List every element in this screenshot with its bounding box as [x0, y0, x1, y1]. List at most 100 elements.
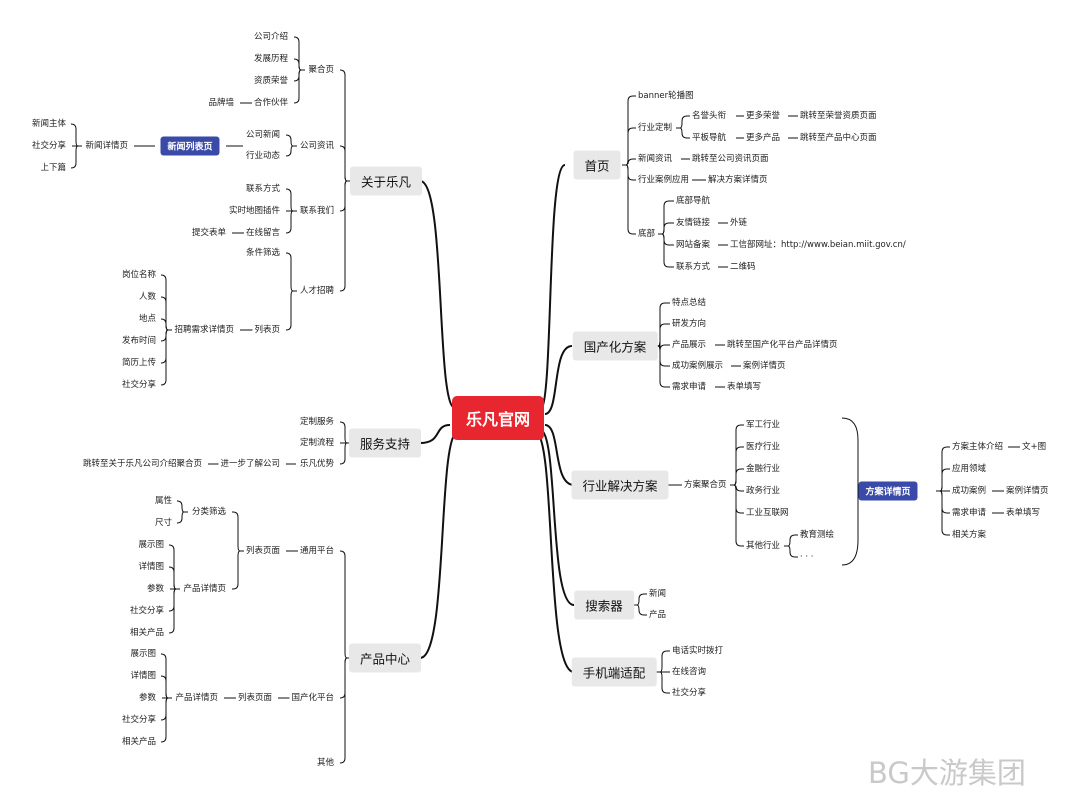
node-icp[interactable]: 网站备案 [674, 239, 713, 251]
node-d-related[interactable]: 相关产品 [119, 736, 158, 748]
node-industry-military[interactable]: 军工行业 [744, 419, 783, 431]
node-news-body[interactable]: 新闻主体 [29, 118, 68, 130]
node-category-filter[interactable]: 分类筛选 [189, 506, 228, 518]
node-industry-medical[interactable]: 医疗行业 [744, 441, 783, 453]
node-cases[interactable]: 成功案例展示 [670, 360, 726, 372]
node-solution-intro[interactable]: 方案主体介绍 [950, 441, 1006, 453]
node-product-show[interactable]: 产品展示 [670, 339, 709, 351]
node-job-detail[interactable]: 招聘需求详情页 [172, 324, 236, 336]
node-g-share[interactable]: 社交分享 [127, 605, 166, 617]
node-form[interactable]: 表单填写 [725, 381, 764, 393]
badge-news-list[interactable]: 新闻列表页 [160, 136, 220, 156]
node-contact[interactable]: 联系方式 [674, 261, 713, 273]
node-friend-links[interactable]: 友情链接 [674, 217, 713, 229]
node-g-related[interactable]: 相关产品 [127, 627, 166, 639]
node-to-honor-page[interactable]: 跳转至荣誉资质页面 [798, 110, 879, 122]
node-flat-nav[interactable]: 平板导航 [690, 132, 729, 144]
node-home-news[interactable]: 新闻资讯 [636, 153, 675, 165]
node-general-list[interactable]: 列表页面 [243, 545, 282, 557]
node-home[interactable]: 首页 [573, 150, 621, 180]
node-product-other[interactable]: 其他 [314, 757, 336, 769]
node-size[interactable]: 尺寸 [152, 517, 174, 529]
node-solution-demand[interactable]: 需求申请 [950, 507, 989, 519]
node-banner[interactable]: banner轮播图 [636, 90, 696, 102]
node-industry-finance[interactable]: 金融行业 [744, 463, 783, 475]
node-industry-edu[interactable]: 教育测绘 [798, 529, 837, 541]
node-more-honor[interactable]: 更多荣誉 [744, 110, 783, 122]
node-to-company-news[interactable]: 跳转至公司资讯页面 [690, 153, 771, 165]
node-industry-government[interactable]: 政务行业 [744, 485, 783, 497]
node-to-domestic-detail[interactable]: 跳转至国产化平台产品详情页 [725, 339, 840, 351]
node-to-product-center[interactable]: 跳转至产品中心页面 [798, 132, 879, 144]
node-job-location[interactable]: 地点 [136, 313, 158, 325]
node-domestic-list[interactable]: 列表页面 [235, 692, 274, 704]
node-mobile-consult[interactable]: 在线咨询 [670, 666, 709, 678]
node-g-show-img[interactable]: 展示图 [136, 539, 166, 551]
node-case-detail[interactable]: 案例详情页 [741, 360, 788, 372]
node-contact-us[interactable]: 联系我们 [297, 205, 336, 217]
node-history[interactable]: 发展历程 [251, 53, 290, 65]
node-about[interactable]: 关于乐凡 [349, 166, 423, 196]
node-qrcode[interactable]: 二维码 [728, 261, 758, 273]
node-job-count[interactable]: 人数 [136, 291, 158, 303]
node-text-img[interactable]: 文+图 [1020, 441, 1049, 453]
node-d-params[interactable]: 参数 [136, 692, 158, 704]
node-company-intro[interactable]: 公司介绍 [251, 31, 290, 43]
node-solution-form[interactable]: 表单填写 [1004, 507, 1043, 519]
node-product[interactable]: 产品中心 [348, 643, 422, 673]
node-about-agg[interactable]: 聚合页 [306, 64, 336, 76]
node-d-share[interactable]: 社交分享 [119, 714, 158, 726]
node-news-prevnext[interactable]: 上下篇 [38, 162, 68, 174]
node-general-platform[interactable]: 通用平台 [297, 545, 336, 557]
node-domestic[interactable]: 国产化方案 [572, 331, 658, 361]
node-company-news-sub[interactable]: 公司新闻 [243, 129, 282, 141]
node-advantage[interactable]: 乐凡优势 [297, 458, 336, 470]
node-d-detail-img[interactable]: 详情图 [128, 670, 158, 682]
center-node[interactable]: 乐凡官网 [451, 396, 545, 440]
node-partners[interactable]: 合作伙伴 [251, 97, 290, 109]
node-jobs[interactable]: 人才招聘 [297, 285, 336, 297]
node-mobile-share[interactable]: 社交分享 [670, 687, 709, 699]
node-external-link[interactable]: 外链 [728, 217, 750, 229]
node-job-list[interactable]: 列表页 [252, 324, 282, 336]
node-job-name[interactable]: 岗位名称 [119, 269, 158, 281]
node-solution-cases[interactable]: 成功案例 [950, 485, 989, 497]
node-icp-value[interactable]: 工信部网址：http://www.beian.miit.gov.cn/ [728, 239, 908, 251]
node-learn-more[interactable]: 进一步了解公司 [218, 458, 282, 470]
node-more-products[interactable]: 更多产品 [744, 132, 783, 144]
node-mobile[interactable]: 手机端适配 [571, 657, 657, 687]
node-news-detail[interactable]: 新闻详情页 [83, 140, 130, 152]
node-custom-process[interactable]: 定制流程 [297, 437, 336, 449]
node-case-app[interactable]: 行业案例应用 [636, 174, 692, 186]
node-features[interactable]: 特点总结 [670, 297, 709, 309]
node-rd[interactable]: 研发方向 [670, 318, 709, 330]
node-domestic-platform[interactable]: 国产化平台 [289, 692, 336, 704]
node-qualification[interactable]: 资质荣誉 [251, 75, 290, 87]
badge-solution-detail[interactable]: 方案详情页 [858, 481, 918, 501]
node-industry-other[interactable]: 其他行业 [744, 540, 783, 552]
node-job-share[interactable]: 社交分享 [119, 379, 158, 391]
node-map-plugin[interactable]: 实时地图插件 [226, 205, 282, 217]
node-footer[interactable]: 底部 [636, 228, 658, 240]
node-industry[interactable]: 行业解决方案 [571, 470, 669, 500]
node-g-params[interactable]: 参数 [144, 583, 166, 595]
node-industry-news[interactable]: 行业动态 [243, 150, 282, 162]
node-domestic-detail[interactable]: 产品详情页 [173, 692, 220, 704]
node-footer-nav[interactable]: 底部导航 [674, 195, 713, 207]
node-mobile-call[interactable]: 电话实时拨打 [670, 645, 726, 657]
node-solution-detail[interactable]: 解决方案详情页 [706, 174, 770, 186]
node-job-date[interactable]: 发布时间 [119, 335, 158, 347]
node-demand[interactable]: 需求申请 [670, 381, 709, 393]
node-search-news[interactable]: 新闻 [647, 588, 669, 600]
node-solution-agg[interactable]: 方案聚合页 [682, 479, 729, 491]
node-company-news[interactable]: 公司资讯 [297, 140, 336, 152]
node-general-detail[interactable]: 产品详情页 [181, 583, 228, 595]
node-industry-custom[interactable]: 行业定制 [636, 122, 675, 134]
node-g-detail-img[interactable]: 详情图 [136, 561, 166, 573]
node-to-about-agg[interactable]: 跳转至关于乐凡公司介绍聚合页 [80, 458, 204, 470]
node-search-product[interactable]: 产品 [647, 609, 669, 621]
node-contact-method[interactable]: 联系方式 [243, 183, 282, 195]
node-custom-service[interactable]: 定制服务 [297, 416, 336, 428]
node-solution-case-detail[interactable]: 案例详情页 [1004, 485, 1051, 497]
node-app-field[interactable]: 应用领域 [950, 463, 989, 475]
